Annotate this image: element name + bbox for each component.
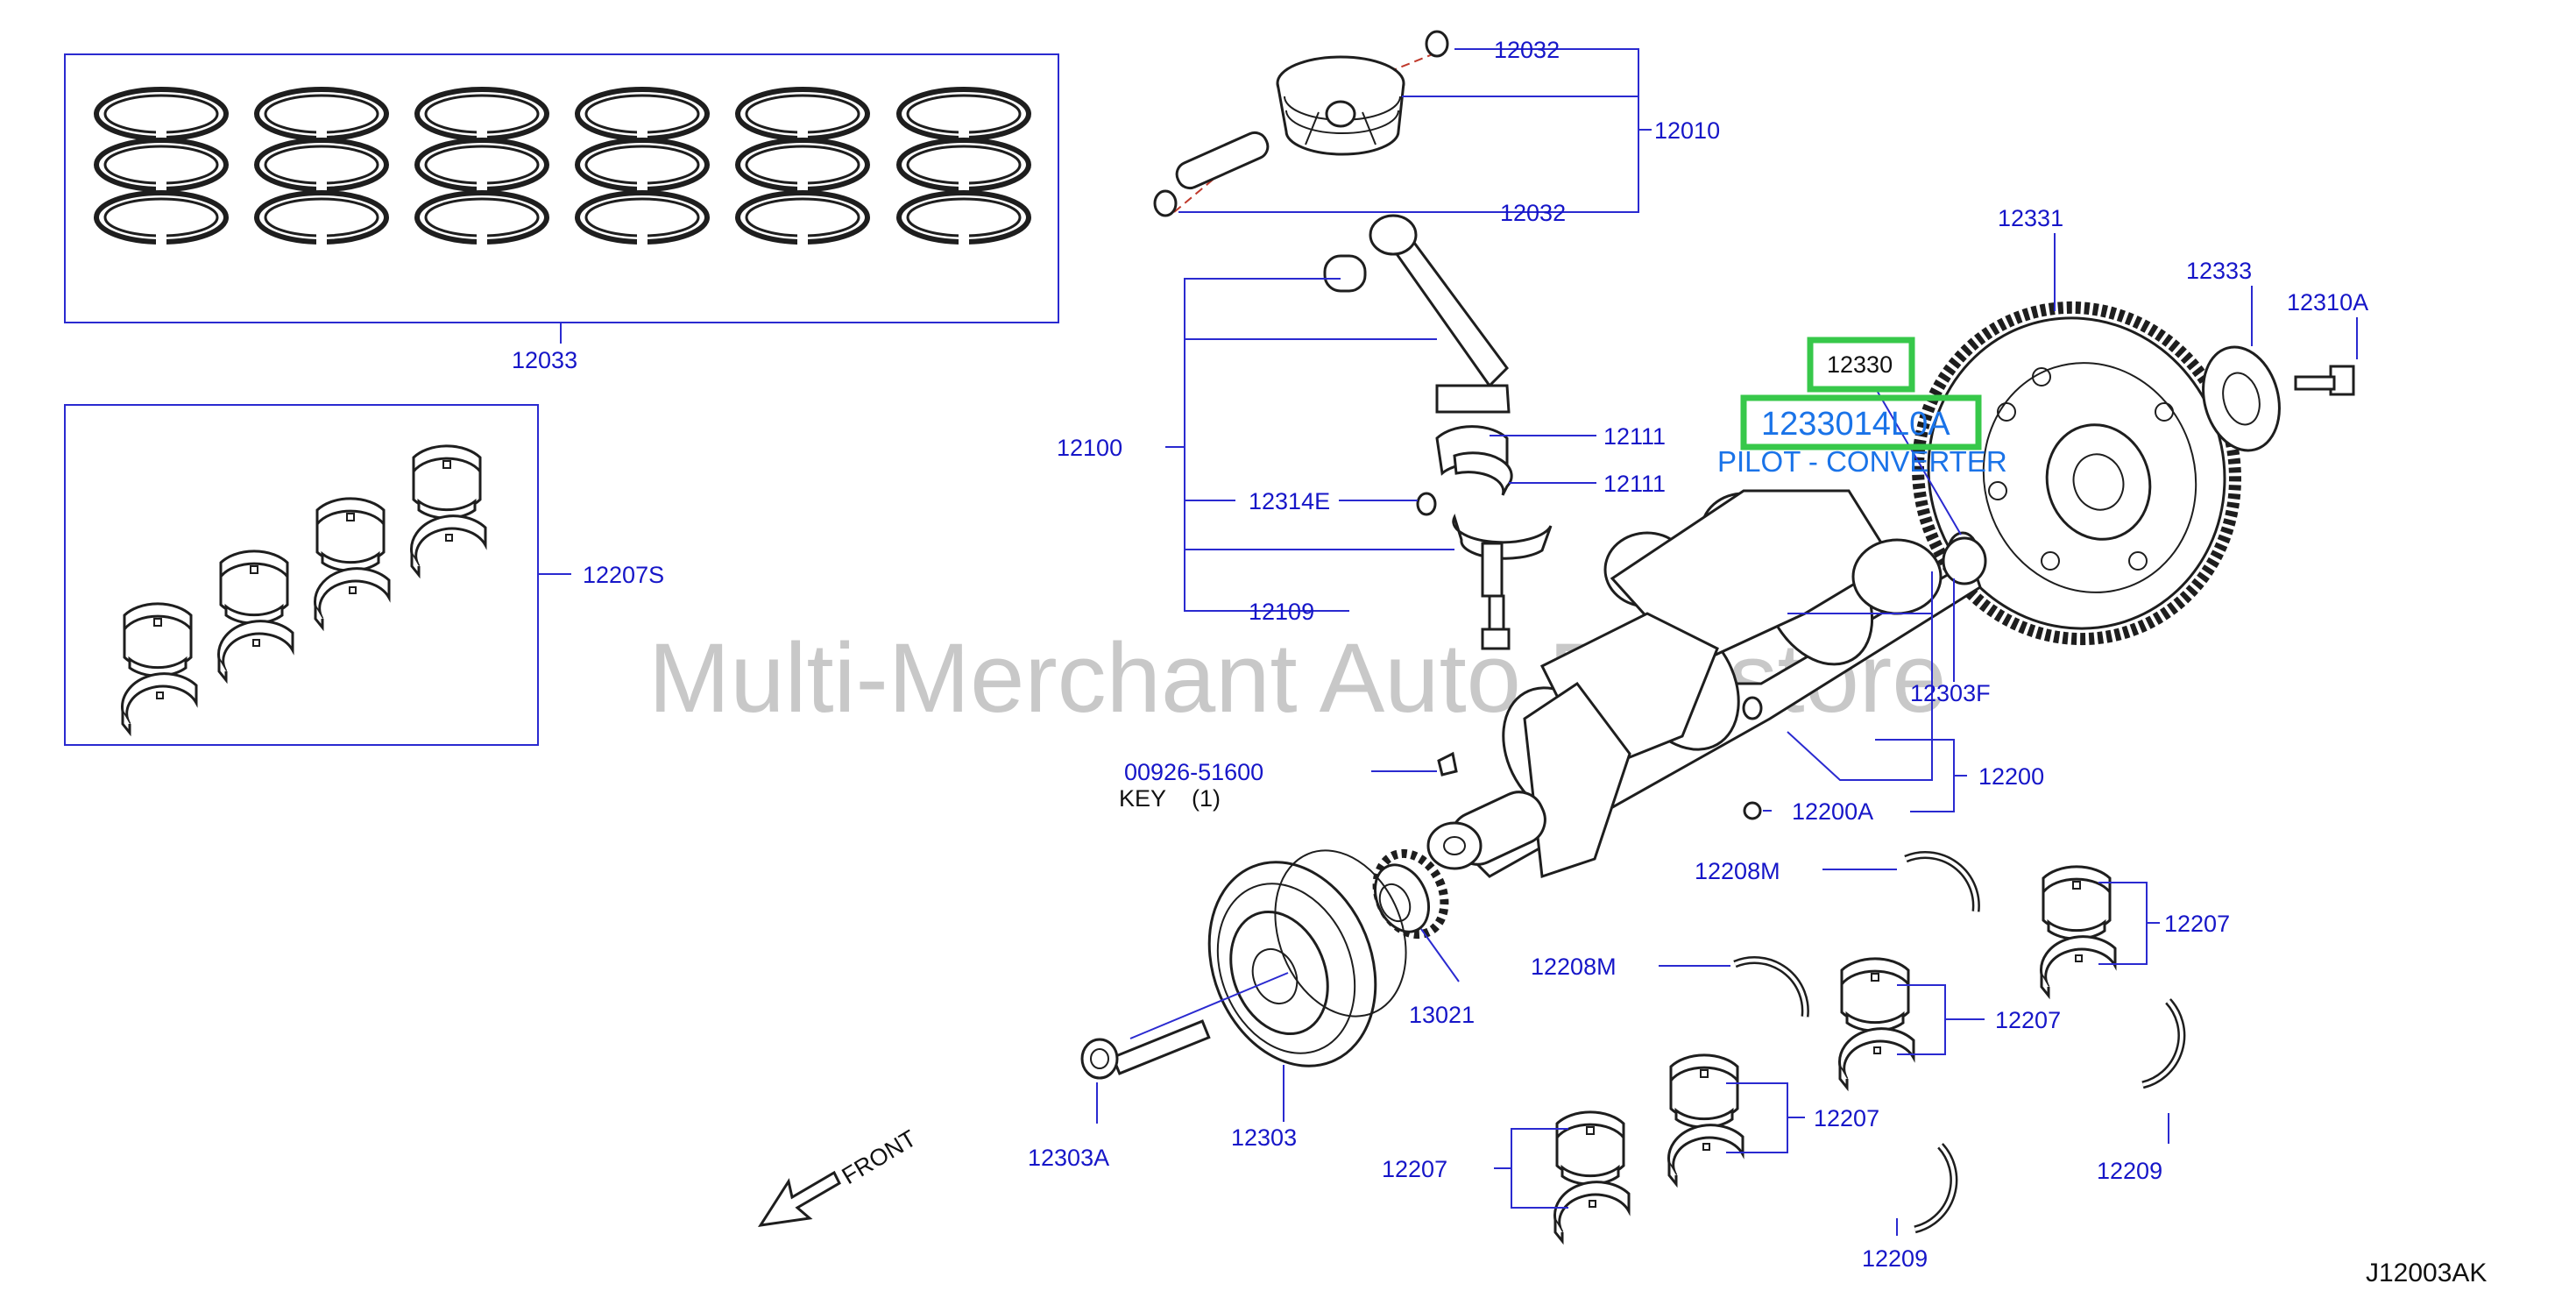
label-12303F[interactable]: 12303F	[1910, 680, 1991, 706]
flywheel-illustration	[1912, 301, 2355, 646]
label-12111-lower[interactable]: 12111	[1603, 471, 1666, 497]
label-12207-lower[interactable]: 12207	[1814, 1105, 1879, 1131]
label-12333[interactable]: 12333	[2186, 258, 2252, 284]
label-12109[interactable]: 12109	[1249, 599, 1314, 625]
label-12310A[interactable]: 12310A	[2287, 289, 2368, 316]
label-12033[interactable]: 12033	[512, 347, 577, 373]
highlight-box-12330	[1807, 337, 1915, 393]
thrust-washer-2	[1735, 961, 1805, 1017]
label-12330[interactable]: 12330	[1827, 351, 1893, 378]
sprocket-illustration	[1372, 848, 1449, 940]
front-label: FRONT	[838, 1125, 921, 1190]
label-12207S[interactable]: 12207S	[583, 562, 664, 588]
label-13021[interactable]: 13021	[1409, 1002, 1475, 1028]
label-1233014L0A[interactable]: 1233014L0A	[1761, 406, 1950, 443]
label-key: KEY	[1119, 785, 1166, 812]
label-12111-upper[interactable]: 12111	[1603, 423, 1666, 450]
piston-ring-sets	[96, 89, 1029, 245]
crank-pulley-illustration	[1207, 849, 1407, 1067]
label-12331[interactable]: 12331	[1998, 205, 2063, 231]
label-12032-top[interactable]: 12032	[1494, 37, 1560, 63]
main-bearing-shells	[121, 444, 487, 734]
label-12207-left[interactable]: 12207	[1382, 1156, 1447, 1182]
label-12200[interactable]: 12200	[1978, 763, 2044, 790]
label-12303[interactable]: 12303	[1231, 1124, 1297, 1151]
label-pilot-converter: PILOT - CONVERTER	[1717, 445, 2007, 478]
highlight-box-part-number	[1740, 394, 1982, 450]
label-12207-right[interactable]: 12207	[2164, 911, 2230, 937]
label-12303A[interactable]: 12303A	[1028, 1145, 1109, 1171]
label-12208M-lower[interactable]: 12208M	[1531, 954, 1617, 980]
thrust-washer-3	[2119, 1000, 2196, 1086]
label-12032-bottom[interactable]: 12032	[1500, 200, 1566, 226]
label-12209-bottom[interactable]: 12209	[1862, 1245, 1928, 1272]
crankshaft-illustration	[1426, 489, 1987, 879]
front-arrow-icon	[757, 1170, 841, 1227]
lower-bearing-shells	[1553, 865, 2117, 1243]
piston-illustration	[1153, 30, 1449, 217]
diagram-code: J12003AK	[2366, 1259, 2487, 1287]
label-12200A[interactable]: 12200A	[1792, 798, 1873, 825]
label-key-qty: (1)	[1192, 785, 1221, 812]
thrust-washer-1	[1906, 855, 1976, 911]
pulley-bolt-illustration	[1080, 1019, 1211, 1080]
label-12208M-upper[interactable]: 12208M	[1695, 858, 1780, 884]
connecting-rod-illustration	[1323, 214, 1553, 650]
label-12010[interactable]: 12010	[1654, 117, 1720, 144]
label-12207-middle[interactable]: 12207	[1995, 1007, 2061, 1033]
label-00926-51600[interactable]: 00926-51600	[1124, 759, 1263, 785]
label-12100[interactable]: 12100	[1057, 435, 1122, 461]
label-12314E[interactable]: 12314E	[1249, 488, 1330, 514]
piston-ring-box	[64, 53, 1059, 323]
thrust-washer-4	[1891, 1145, 1968, 1231]
label-12209-right[interactable]: 12209	[2097, 1158, 2162, 1184]
